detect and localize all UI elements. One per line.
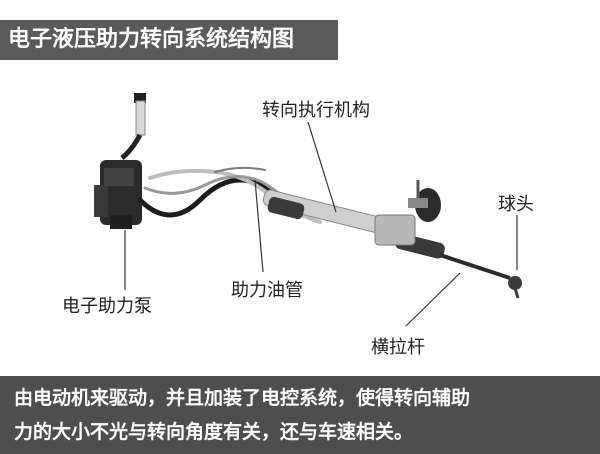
label-tie-rod: 横拉杆 [371,337,425,358]
diagram-title: 电子液压助力转向系统结构图 [0,20,338,60]
tie-rod-assembly [439,253,522,299]
fluid-reservoir [120,93,146,160]
electric-pump-body [94,160,142,229]
leader-lines [124,121,518,327]
label-ball-joint: 球头 [498,194,534,215]
label-electric-pump: 电子助力泵 [62,296,152,317]
label-steering-actuator: 转向执行机构 [262,100,370,121]
label-oil-pipe: 助力油管 [231,280,303,301]
description-caption: 由电动机来驱动，并且加装了电控系统，使得转向辅助 力的大小不光与转向角度有关，还… [0,376,600,454]
steering-input-shaft [408,180,441,222]
steering-rack [262,189,445,259]
caption-line-2: 力的大小不光与转向角度有关，还与车速相关。 [14,421,414,443]
caption-line-1: 由电动机来驱动，并且加装了电控系统，使得转向辅助 [14,387,471,409]
